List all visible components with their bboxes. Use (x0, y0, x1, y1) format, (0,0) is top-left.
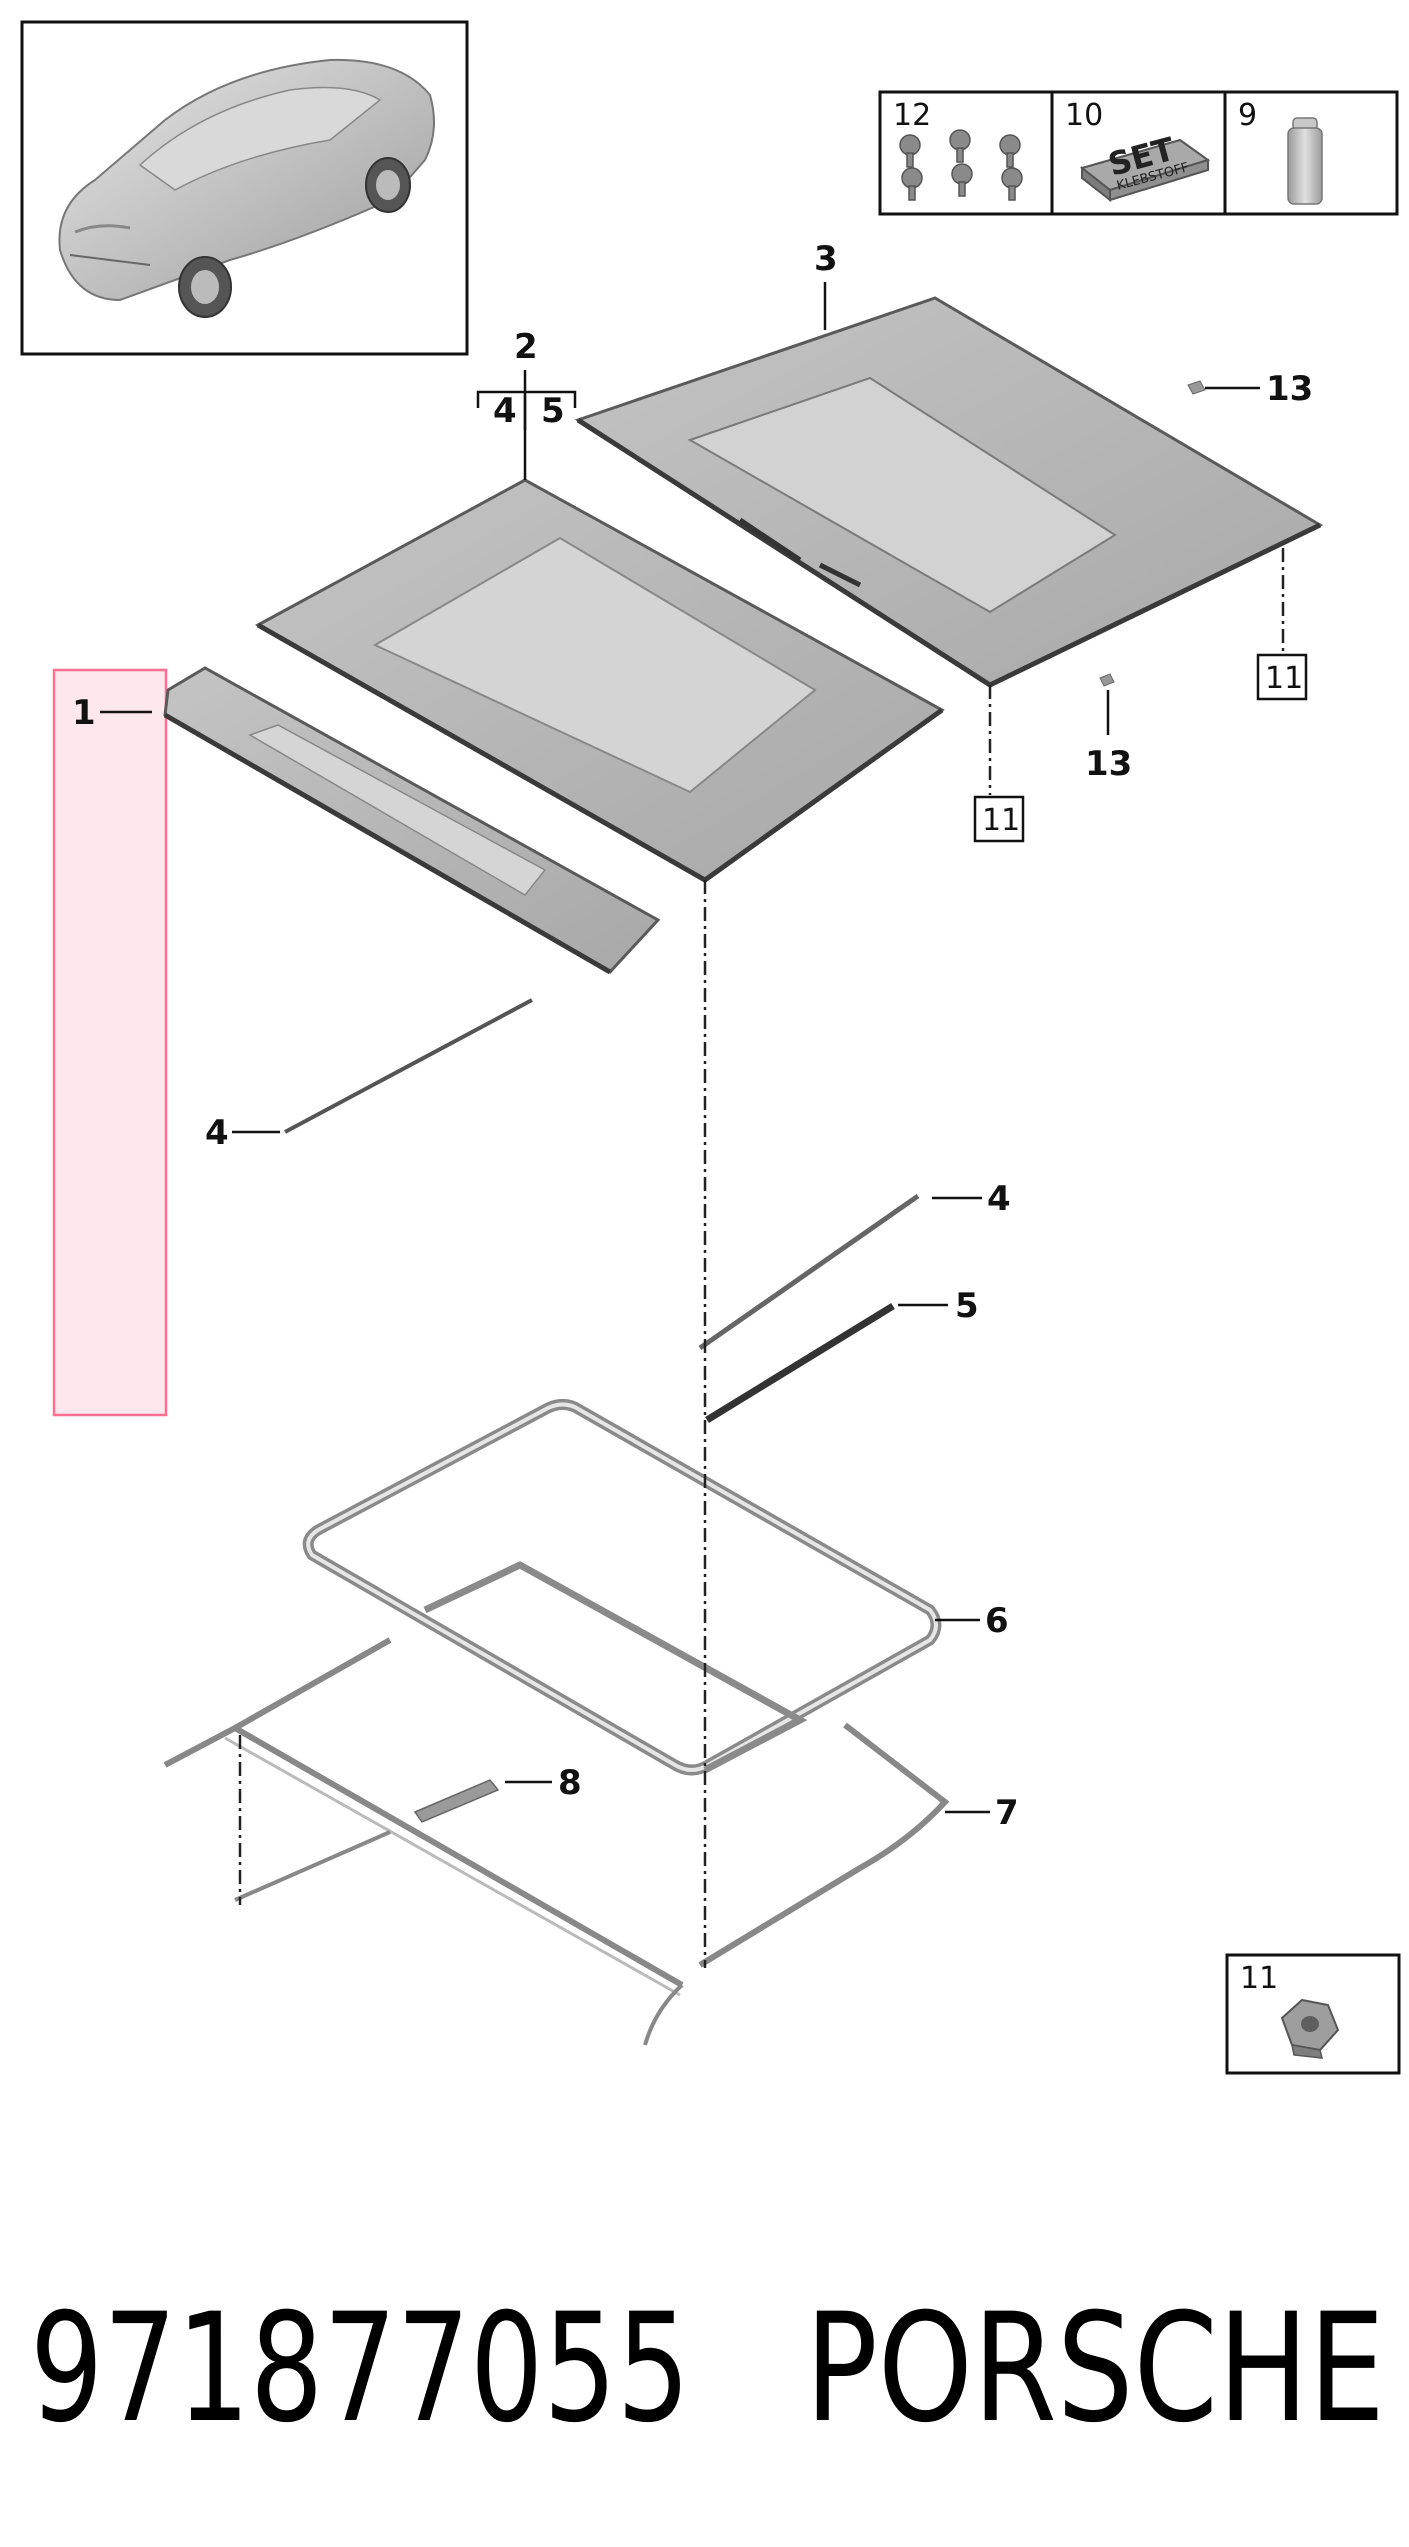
callout-4-left: 4 (205, 1113, 229, 1153)
highlight-box (52, 668, 168, 1417)
callout-11-b: 11 (982, 803, 1020, 838)
part-4-strip-right (698, 1193, 920, 1351)
callout-2-sub-4: 4 (493, 391, 517, 431)
kit-label-9: 9 (1238, 98, 1257, 133)
alignment-lines (238, 548, 1285, 1968)
part-3-rear-glass (574, 296, 1324, 688)
callout-8: 8 (558, 1763, 582, 1803)
callout-3: 3 (814, 239, 838, 279)
part-6-seal-frame (302, 1399, 942, 1776)
callout-11-box-b: 11 (973, 795, 1025, 843)
kit-label-12: 12 (893, 98, 931, 133)
part-13-clip-b (1099, 673, 1115, 687)
part-4-strip-left (284, 998, 533, 1134)
callout-7: 7 (995, 1793, 1019, 1833)
kit-table: 12 10 9 SET KLEBSTOFF (878, 90, 1399, 216)
callout-2-sub-5: 5 (541, 391, 565, 431)
screws-icon (899, 129, 1023, 201)
part-5-strip (705, 1303, 895, 1423)
part-2-sliding-panel (254, 478, 945, 883)
part-13-clip-a (1187, 380, 1206, 395)
car-icon (58, 58, 435, 318)
callout-1: 1 (72, 693, 96, 733)
part-8-strip (413, 1779, 500, 1823)
callout-6: 6 (985, 1601, 1009, 1641)
part-1-front-panel (163, 666, 661, 975)
callout-13-a: 13 (1266, 369, 1313, 409)
nut-icon (1280, 1998, 1340, 2059)
callout-2: 2 (514, 327, 538, 367)
part-number: 971877055 (30, 2282, 690, 2456)
part-7-roof-frame (163, 1637, 950, 2046)
brand-name: PORSCHE (805, 2282, 1385, 2456)
callout-11-box-a: 11 (1256, 653, 1308, 701)
nut-box: 11 (1225, 1953, 1401, 2075)
adhesive-cartridge-icon (1287, 117, 1323, 205)
car-thumbnail (20, 20, 469, 356)
callout-4-right: 4 (987, 1179, 1011, 1219)
callout-5: 5 (955, 1286, 979, 1326)
callout-11-a: 11 (1265, 661, 1303, 696)
nut-box-label: 11 (1240, 1961, 1278, 1996)
kit-label-10: 10 (1065, 98, 1103, 133)
callout-13-b: 13 (1085, 744, 1132, 784)
